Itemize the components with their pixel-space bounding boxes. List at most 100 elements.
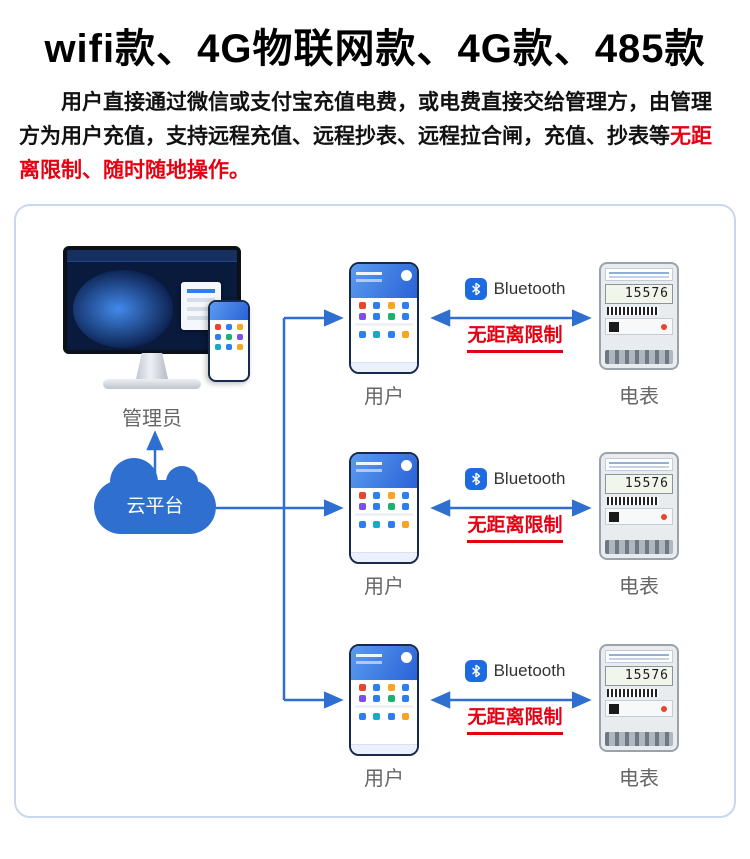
app-icon — [373, 684, 381, 691]
bluetooth-label: Bluetooth — [493, 279, 566, 298]
app-icon — [358, 684, 366, 691]
app-icon — [236, 344, 243, 350]
app-icon — [358, 492, 366, 499]
phone-header — [210, 302, 248, 320]
app-icon — [236, 334, 243, 340]
meter-display: 15576 — [605, 474, 673, 494]
app-icon — [402, 492, 410, 499]
app-icon — [373, 521, 381, 528]
app-icon-grid — [210, 320, 248, 354]
admin-label: 管理员 — [122, 408, 182, 430]
user-meter-row: 用户 Bluetooth 无距离限制 15576 电表 — [16, 452, 738, 642]
app-icon — [358, 521, 366, 528]
bluetooth-group: Bluetooth — [440, 658, 590, 684]
app-icon — [402, 695, 410, 702]
meter-nameplate — [605, 650, 673, 663]
no-distance-caption: 无距离限制 — [440, 320, 590, 353]
app-icon — [358, 713, 366, 720]
app-icon — [236, 324, 243, 330]
phone-header — [351, 454, 417, 488]
page-title: wifi款、4G物联网款、4G款、485款 — [44, 27, 706, 71]
app-icon — [373, 313, 381, 320]
avatar-icon — [401, 652, 412, 663]
app-icon — [387, 492, 395, 499]
app-icon — [373, 695, 381, 702]
meter-label: 电表 — [619, 386, 659, 408]
connector-lines — [146, 309, 592, 709]
app-icon — [358, 695, 366, 702]
admin-phone — [208, 300, 250, 382]
user-meter-row: 用户 Bluetooth 无距离限制 15576 电表 — [16, 644, 738, 834]
user-phone — [349, 644, 419, 756]
meter-terminals — [605, 540, 673, 554]
phone-header — [351, 646, 417, 680]
user-label: 用户 — [364, 576, 404, 598]
app-icon — [358, 331, 366, 338]
meter-barcode — [607, 497, 659, 505]
app-icon — [373, 492, 381, 499]
no-distance-caption: 无距离限制 — [440, 510, 590, 543]
description-highlight: 无距离限制、随时随地操作。 — [19, 125, 712, 182]
app-icon — [387, 313, 395, 320]
bluetooth-label: Bluetooth — [493, 661, 566, 680]
meter-display: 15576 — [605, 284, 673, 304]
electric-meter: 15576 — [599, 452, 679, 560]
meter-terminals — [605, 350, 673, 364]
description-main: 用户直接通过微信或支付宝充值电费，或电费直接交给管理方，由管理方为用户充值，支持… — [19, 91, 712, 148]
diagram-panel: 管理员 云平台 用户 Bluetooth 无距离限制 1 — [14, 204, 736, 818]
meter-barcode — [607, 689, 659, 697]
electric-meter: 15576 — [599, 262, 679, 370]
cloud-label: 云平台 — [126, 496, 184, 517]
app-icon — [387, 521, 395, 528]
meter-barcode — [607, 307, 659, 315]
app-icon — [373, 331, 381, 338]
description: 用户直接通过微信或支付宝充值电费，或电费直接交给管理方，由管理方为用户充值，支持… — [19, 86, 731, 188]
bluetooth-icon — [464, 278, 487, 300]
dashboard-graphic — [73, 270, 173, 348]
app-icon — [402, 521, 410, 528]
meter-panel — [605, 508, 673, 525]
avatar-icon — [401, 460, 412, 471]
app-icon — [387, 503, 395, 510]
app-icon — [215, 344, 222, 350]
no-distance-caption: 无距离限制 — [440, 702, 590, 735]
user-phone — [349, 262, 419, 374]
app-icon — [358, 313, 366, 320]
app-icon — [215, 334, 222, 340]
user-label: 用户 — [364, 386, 404, 408]
app-icon — [402, 331, 410, 338]
monitor-stand — [136, 353, 168, 379]
meter-label: 电表 — [619, 576, 659, 598]
app-icon — [358, 302, 366, 309]
meter-label: 电表 — [619, 768, 659, 790]
user-meter-row: 用户 Bluetooth 无距离限制 15576 电表 — [16, 262, 738, 452]
app-icon — [387, 302, 395, 309]
app-icon — [373, 713, 381, 720]
app-icon — [387, 331, 395, 338]
meter-display: 15576 — [605, 666, 673, 686]
meter-panel — [605, 700, 673, 717]
monitor-titlebar — [67, 250, 237, 262]
cloud-shape: 云平台 — [94, 458, 216, 534]
app-icon — [387, 713, 395, 720]
phone-header — [351, 264, 417, 298]
app-icon — [402, 302, 410, 309]
admin-computer — [54, 246, 250, 389]
meter-panel — [605, 318, 673, 335]
bluetooth-group: Bluetooth — [440, 276, 590, 302]
app-icon-grid — [351, 488, 417, 512]
bluetooth-icon — [464, 468, 487, 490]
app-icon — [225, 344, 232, 350]
app-icon — [225, 334, 232, 340]
avatar-icon — [401, 270, 412, 281]
app-icon — [358, 503, 366, 510]
app-icon — [387, 695, 395, 702]
app-icon-grid — [351, 327, 417, 340]
monitor-base — [103, 379, 201, 389]
meter-nameplate — [605, 458, 673, 471]
app-icon-grid — [351, 298, 417, 322]
app-icon-grid — [351, 517, 417, 530]
app-icon — [215, 324, 222, 330]
electric-meter: 15576 — [599, 644, 679, 752]
meter-terminals — [605, 732, 673, 746]
